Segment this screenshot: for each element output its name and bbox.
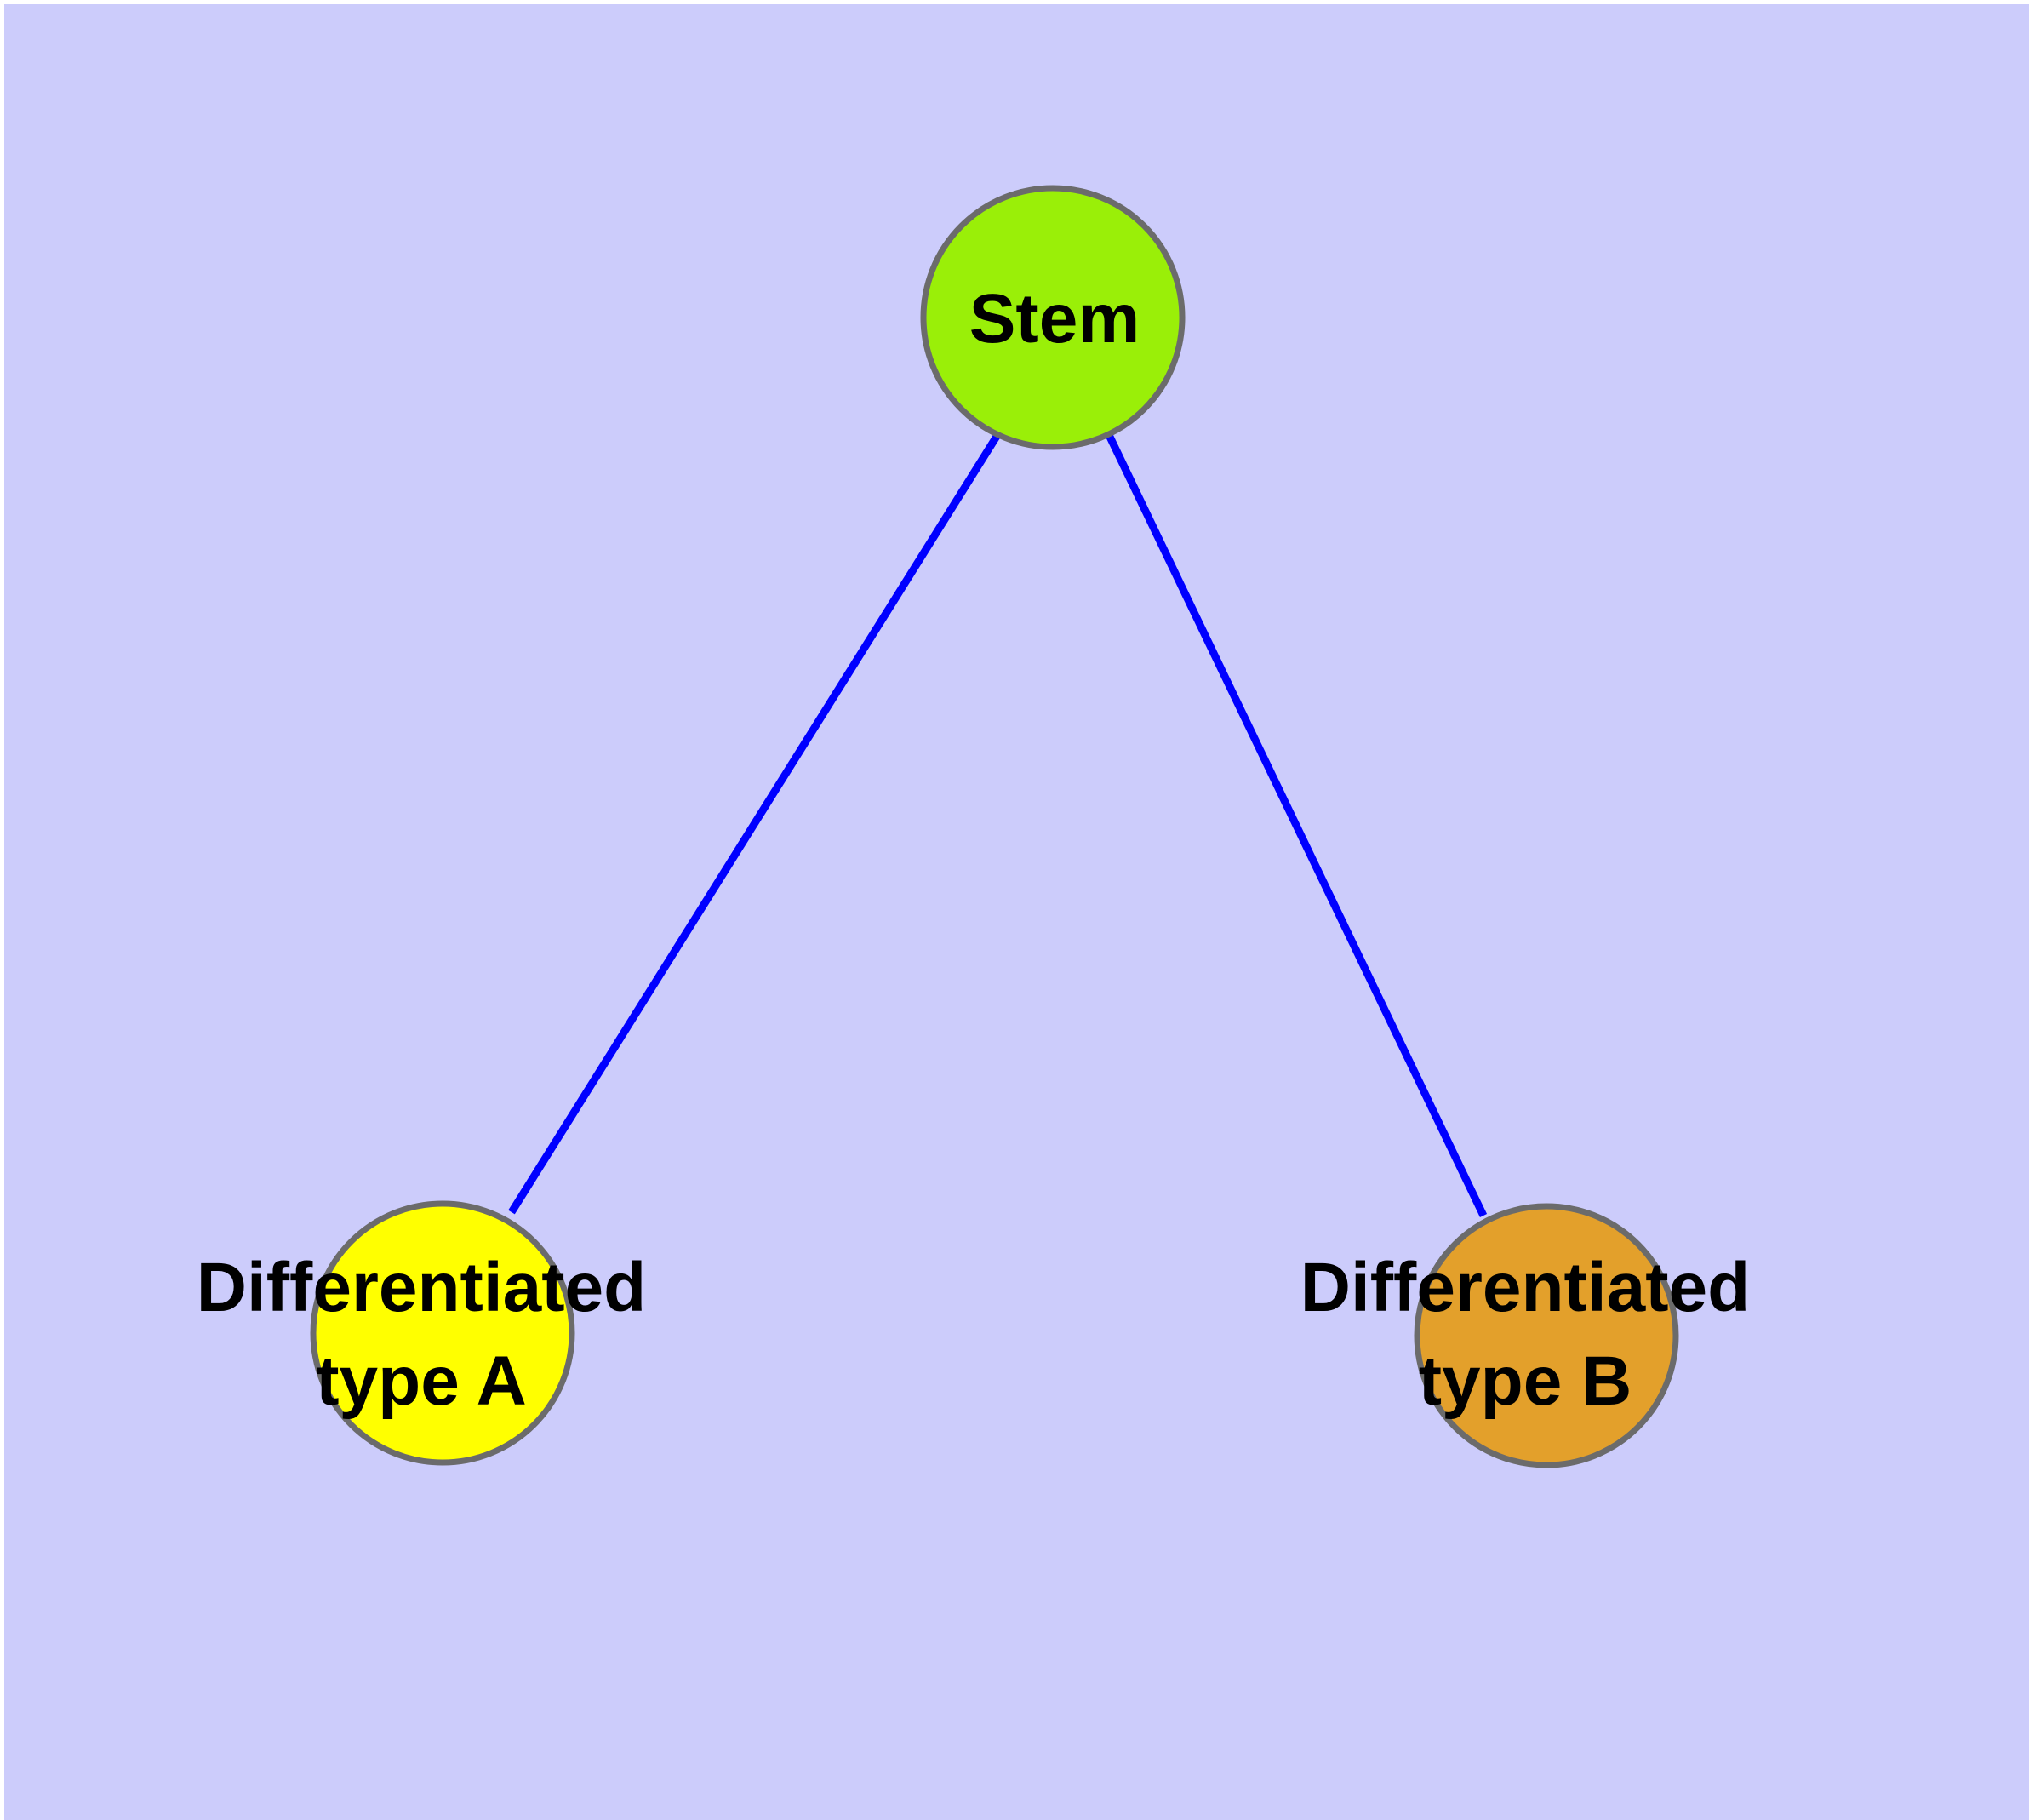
edge-stem-to-differentiated-type-a[interactable] [508, 432, 1001, 1215]
node-label-differentiated-type-b-line2: type B [1419, 1342, 1632, 1420]
node-label-differentiated-type-a-line1: Differentiated [197, 1249, 647, 1326]
node-label-differentiated-type-a-line2: type A [316, 1342, 527, 1420]
node-stem[interactable] [920, 185, 1186, 450]
node-label-differentiated-type-b-line1: Differentiated [1300, 1249, 1751, 1326]
node-label-group: Stem Differentiated type A Differentiate… [197, 280, 1751, 1420]
node-differentiated-type-b[interactable] [1414, 1203, 1679, 1468]
node-differentiated-type-a[interactable] [310, 1200, 575, 1466]
node-group [310, 185, 1679, 1468]
edge-stem-to-differentiated-type-b[interactable] [1105, 433, 1488, 1217]
node-label-stem: Stem [969, 280, 1140, 358]
edge-group [508, 432, 1488, 1217]
